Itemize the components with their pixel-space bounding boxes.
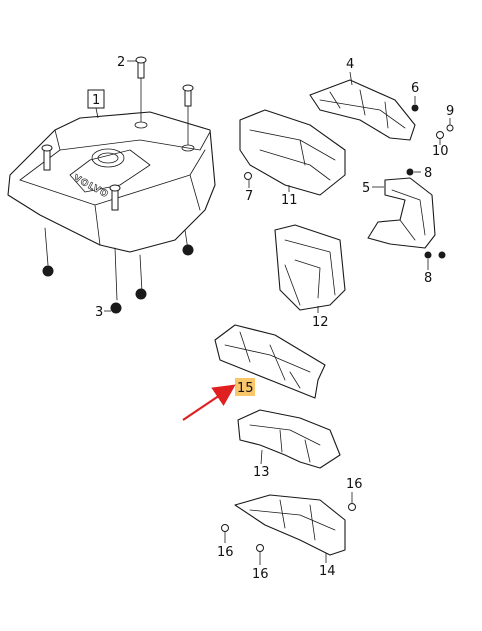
label-16-bottom: 16 bbox=[252, 567, 269, 582]
pointer-arrow bbox=[182, 384, 236, 421]
grommet bbox=[182, 244, 194, 256]
label-10: 10 bbox=[432, 144, 449, 159]
label-15-highlight bbox=[235, 378, 255, 396]
engine-cover[interactable]: VOLVO bbox=[7, 111, 216, 301]
label-2: 2 bbox=[117, 55, 125, 70]
label-8-top: 8 bbox=[424, 166, 432, 181]
label-16-left: 16 bbox=[217, 545, 234, 560]
label-5: 5 bbox=[362, 181, 370, 196]
bracket-part-15[interactable] bbox=[214, 324, 326, 399]
heat-shield-part-14[interactable] bbox=[234, 494, 346, 556]
heat-shield-part-13[interactable] bbox=[237, 409, 341, 469]
nut-7 bbox=[244, 172, 252, 180]
cover-bolt bbox=[41, 144, 53, 171]
bolt-16 bbox=[221, 524, 229, 532]
nut-8 bbox=[424, 251, 432, 259]
label-3: 3 bbox=[95, 305, 103, 320]
bracket-part-11[interactable] bbox=[239, 109, 346, 196]
bolt-9 bbox=[446, 124, 454, 132]
nut-8 bbox=[438, 251, 446, 259]
label-14: 14 bbox=[319, 564, 336, 579]
nut-6 bbox=[411, 104, 419, 112]
cover-bolt bbox=[182, 84, 194, 107]
label-15: 15 bbox=[237, 381, 254, 396]
label-6: 6 bbox=[411, 81, 419, 96]
label-13: 13 bbox=[253, 465, 270, 480]
bolt-16 bbox=[256, 544, 264, 552]
label-4: 4 bbox=[346, 57, 354, 72]
label-8-bottom: 8 bbox=[424, 271, 432, 286]
bolt-16 bbox=[348, 503, 356, 511]
washer-10 bbox=[436, 131, 444, 139]
label-11: 11 bbox=[281, 193, 298, 208]
grommet bbox=[110, 302, 122, 314]
label-7: 7 bbox=[245, 189, 253, 204]
cover-bolt bbox=[135, 56, 147, 79]
grommet bbox=[135, 288, 147, 300]
cover-bolt bbox=[109, 184, 121, 211]
bracket-part-5[interactable] bbox=[367, 177, 436, 249]
label-16-right: 16 bbox=[346, 477, 363, 492]
bracket-part-12[interactable] bbox=[274, 224, 346, 311]
label-9: 9 bbox=[446, 104, 454, 119]
label-12: 12 bbox=[312, 315, 329, 330]
bracket-part-4[interactable] bbox=[309, 79, 416, 141]
label-1: 1 bbox=[92, 93, 100, 108]
nut-8 bbox=[406, 168, 414, 176]
grommet bbox=[42, 265, 54, 277]
